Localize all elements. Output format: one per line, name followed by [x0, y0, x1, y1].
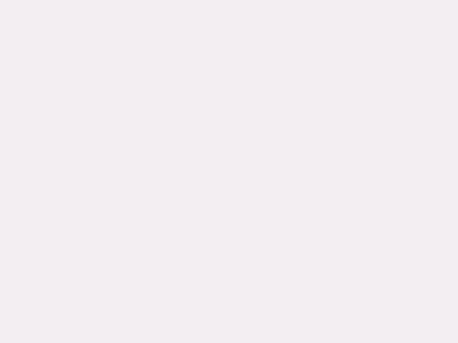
illustration-frame — [0, 0, 458, 343]
illustration-stage — [0, 0, 458, 343]
